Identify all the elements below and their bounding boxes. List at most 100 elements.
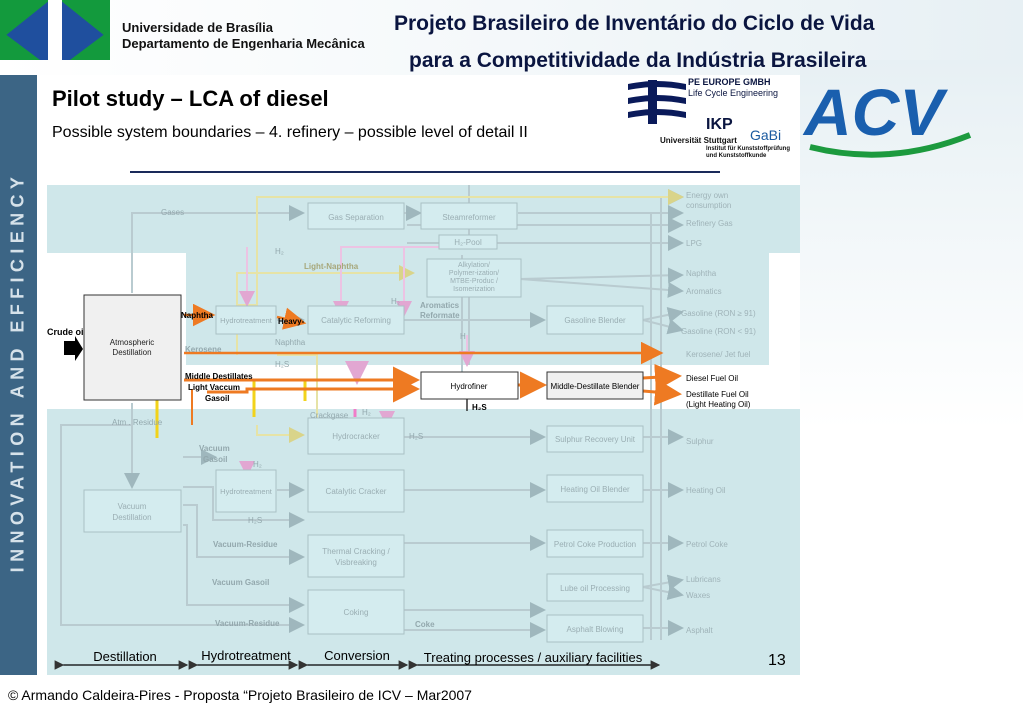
h2s-label-c: H₂S <box>409 432 423 441</box>
catalytic-cracker-label: Catalytic Cracker <box>326 487 387 496</box>
vacuum-residue-label-b: Vacuum-Residue <box>215 619 280 628</box>
aromatics-label: Aromatics <box>420 301 460 310</box>
crude-oil-label: Crude oil <box>47 327 86 337</box>
output-gasoline-lt91: Gasoline (RON < 91) <box>681 327 756 336</box>
h2-label-b: H₂ <box>391 297 400 306</box>
alkylation-box <box>426 258 522 298</box>
gases-label: Gases <box>161 208 184 217</box>
page-number: 13 <box>768 652 786 669</box>
project-title-line1: Projeto Brasileiro de Inventário do Cicl… <box>394 12 875 35</box>
sidebar-slogan: INNOVATION AND EFFICIENCY <box>7 171 28 573</box>
crude-oil-arrow <box>64 336 83 361</box>
catalytic-cracker-box <box>307 469 405 513</box>
acv-logo-text: ACV <box>802 75 948 149</box>
output-diesel-fuel-oil: Diesel Fuel Oil <box>686 374 738 383</box>
vacuum-destillation-box <box>83 489 182 533</box>
white-notch <box>769 253 800 365</box>
title-underline <box>130 171 720 173</box>
hydrofiner-label: Hydrofiner <box>451 382 488 391</box>
h2-label-a: H₂ <box>275 247 284 256</box>
vacuum-destillation-label-2: Destillation <box>112 513 151 522</box>
stage-destillation-label: Destillation <box>93 649 157 664</box>
h2-label-e: H₂ <box>253 460 262 469</box>
pe-europe-name: PE EUROPE GMBH <box>688 77 771 87</box>
project-title-line2: para a Competitividade da Indústria Bras… <box>409 49 867 72</box>
gasoline-blender-box <box>546 305 644 335</box>
catalytic-reforming-box <box>307 305 405 335</box>
university-name: Universidade de Brasília <box>122 20 274 35</box>
stage-treating-label: Treating processes / auxiliary facilitie… <box>424 650 643 665</box>
light-vacuum-gasoil-arrow <box>207 375 420 403</box>
pe-europe-tagline: Life Cycle Engineering <box>688 88 779 98</box>
h2-label-d: H₂ <box>362 408 371 417</box>
hydrofiner-box <box>420 371 519 400</box>
middle-distillates-label: Middle Destillates <box>185 372 253 381</box>
coke-label: Coke <box>415 620 435 629</box>
atmospheric-destillation-box <box>83 294 182 401</box>
crackgases-label: Crackgase <box>310 411 349 420</box>
thermal-cracking-box <box>307 534 405 578</box>
vacuum-destillation-label-1: Vacuum <box>118 502 147 511</box>
reformate-label: Reformate <box>420 311 460 320</box>
naphtha-label: Naphtha <box>181 311 214 320</box>
atmospheric-destillation-label-1: Atmospheric <box>110 338 154 347</box>
output-sulphur: Sulphur <box>686 437 714 446</box>
coking-box <box>307 589 405 635</box>
output-asphalt: Asphalt <box>686 626 713 635</box>
heating-oil-blender-box <box>546 474 644 503</box>
hydrocracker-box <box>307 417 405 455</box>
middle-distillate-blender-label: Middle-Destillate Blender <box>551 382 640 391</box>
ikp-logo-text: IKP <box>706 116 733 133</box>
middle-distillate-blender-box <box>546 371 644 400</box>
steamreformer-label: Steamreformer <box>442 213 496 222</box>
vacuum-residue-label-a: Vacuum-Residue <box>213 540 278 549</box>
vacuum-gasoil-label-b: Vacuum Gasoil <box>212 578 269 587</box>
acv-logo: ACV <box>802 75 972 158</box>
hydrotreatment-top-box <box>215 305 277 335</box>
stage-conversion-label: Conversion <box>324 648 390 663</box>
thermal-cracking-label-2: Visbreaking <box>335 558 377 567</box>
h2s-label-b: H₂S <box>472 403 487 412</box>
output-waxes: Waxes <box>686 591 710 600</box>
hydrotreatment-mid-box <box>215 469 277 513</box>
alkylation-label-2: Polymer-ization/ <box>449 270 499 277</box>
output-heating-oil: Heating Oil <box>686 486 726 495</box>
department-name: Departamento de Engenharia Mecânica <box>122 36 365 51</box>
output-distillate-fuel-oil-1: Destillate Fuel Oil <box>686 390 749 399</box>
petrol-coke-production-box <box>546 529 644 558</box>
vacuum-gasoil-label-2: Gasoil <box>203 455 227 464</box>
catalytic-reforming-label: Catalytic Reforming <box>321 316 391 325</box>
stage-hydrotreatment-label: Hydrotreatment <box>201 648 291 663</box>
output-naphtha: Naphtha <box>686 269 717 278</box>
alkylation-label-4: Isomerization <box>453 286 495 293</box>
atm-residue-label: Atm . Residue <box>112 418 163 427</box>
gas-separation-label: Gas Separation <box>328 213 384 222</box>
output-aromatics: Aromatics <box>686 287 722 296</box>
coking-label: Coking <box>344 608 369 617</box>
light-naphtha-label: Light-Naphtha <box>304 262 359 271</box>
h-label: H <box>460 332 466 341</box>
gasoil-label: Gasoil <box>205 394 229 403</box>
output-energy-2: consumption <box>686 201 731 210</box>
output-lpg: LPG <box>686 239 702 248</box>
output-kerosene-jet: Kerosene/ Jet fuel <box>686 350 751 359</box>
slide-title: Pilot study – LCA of diesel <box>52 86 329 111</box>
footer-copyright: © Armando Caldeira-Pires - Proposta “Pro… <box>8 687 472 703</box>
hydrotreatment-mid-label: Hydrotreatment <box>220 487 273 496</box>
pe-europe-logo-icon <box>628 80 686 124</box>
sidebar <box>0 75 37 675</box>
hydrotreatment-top-label: Hydrotreatment <box>220 316 273 325</box>
gabi-logo-text: GaBi <box>750 127 782 143</box>
output-energy-1: Energy own <box>686 191 728 200</box>
gas-separation-box <box>307 202 405 230</box>
heating-oil-blender-label: Heating Oil Blender <box>560 485 630 494</box>
h2-pool-box <box>438 234 498 250</box>
diesel-output-arrow <box>642 363 682 391</box>
vacuum-gasoil-label-1: Vacuum <box>199 444 230 453</box>
distillate-output-arrow <box>642 378 682 406</box>
thermal-cracking-label-1: Thermal Cracking / <box>322 547 390 556</box>
lube-oil-processing-label: Lube oil Processing <box>560 584 630 593</box>
output-distillate-fuel-oil-2: (Light Heating Oil) <box>686 400 751 409</box>
alkylation-label-3: MTBE-Produc / <box>450 278 498 285</box>
unb-logo <box>0 0 110 60</box>
